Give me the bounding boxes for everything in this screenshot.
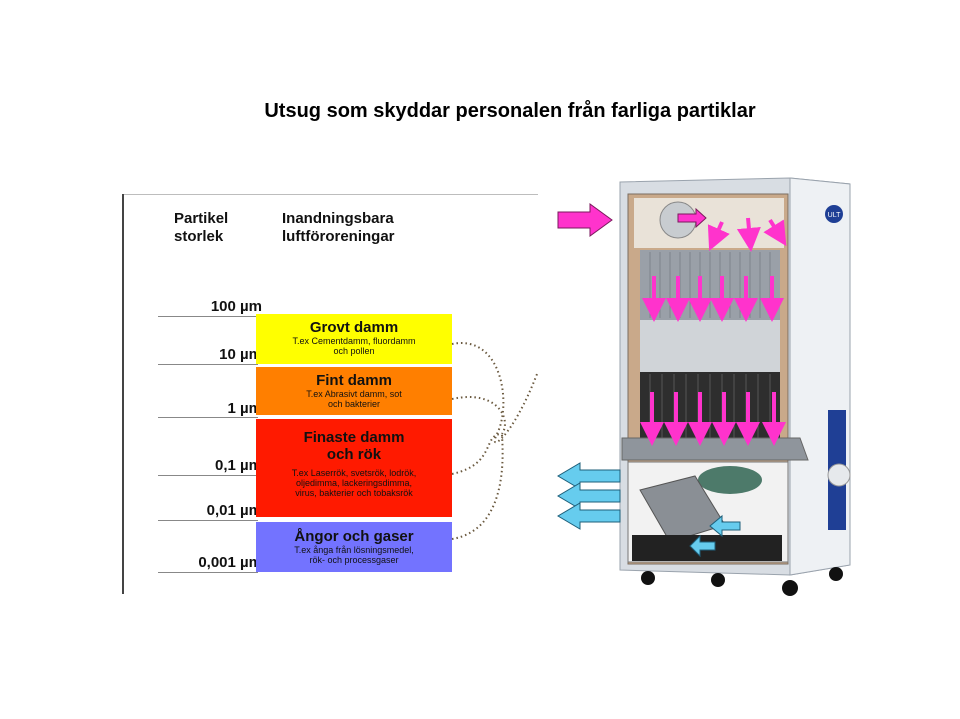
band-finest-title-2: och rök (326, 446, 382, 463)
band-coarse-dust-title: Grovt damm (309, 319, 399, 336)
connector-dotted-lines (451, 342, 538, 540)
connector-fine (451, 396, 506, 435)
main-inflow-arrow (557, 203, 613, 237)
size-label-100um: 100 µm (210, 298, 262, 315)
middle-shelf (621, 437, 809, 461)
inflow-arrow (677, 207, 707, 229)
filter-divider (640, 320, 780, 372)
band-finest-dust-smoke: Finaste damm och rök T.ex Laserrök, svet… (256, 419, 452, 517)
band-finest-desc-3: virus, bakterier och tobaksrök (295, 488, 413, 498)
ult-logo-text: ULT (828, 212, 841, 219)
inflow-arrows (557, 203, 707, 237)
wheels (641, 567, 843, 596)
size-tick (158, 475, 258, 476)
band-fine-dust-title: Fint damm (316, 372, 392, 389)
band-vapors-desc-2: rök- och processgaser (309, 555, 399, 565)
size-label-0-001um: 0,001 µm (198, 554, 262, 571)
size-tick (158, 572, 258, 573)
page-title: Utsug som skyddar personalen från farlig… (264, 100, 756, 122)
header-particle-line-1: Partikel (174, 210, 229, 227)
band-fine-dust-desc-1: T.ex Abrasivt damm, sot (306, 389, 402, 399)
band-finest-title-1: Finaste damm (303, 429, 405, 446)
chart-left-border (122, 194, 124, 594)
size-tick (158, 364, 258, 365)
size-tick (158, 316, 258, 317)
connector-finest (451, 433, 503, 475)
internal-outflow-arrow (709, 514, 741, 538)
fan-motor (698, 466, 762, 494)
size-label-0-01um: 0,01 µm (206, 502, 262, 519)
size-label-1um: 1 µm (227, 400, 263, 417)
header-particle-line-2: storlek (174, 228, 224, 245)
header-inhalable-line-1: Inandningsbara (282, 210, 394, 227)
inlet-chamber (634, 198, 784, 248)
band-coarse-dust-desc-2: och pollen (333, 346, 375, 356)
band-finest-desc-2: oljedimma, lackeringsdimma, (295, 478, 413, 488)
connector-coarse (451, 342, 538, 444)
header-inhalable-pollutants: Inandningsbara luftföroreningar (282, 210, 395, 246)
band-coarse-dust-desc-1: T.ex Cementdamm, fluordamm (292, 336, 416, 346)
band-finest-desc-1: T.ex Laserrök, svetsrök, lodrök, (291, 468, 417, 478)
outflow-arrow-2 (557, 482, 621, 510)
chart-top-border (122, 194, 538, 195)
internal-flow-arrows (640, 217, 787, 446)
band-fine-dust: Fint damm T.ex Abrasivt damm, sot och ba… (256, 367, 452, 415)
band-vapors-gases: Ångor och gaser T.ex ånga från lösningsm… (256, 522, 452, 572)
band-coarse-dust: Grovt damm T.ex Cementdamm, fluordamm oc… (256, 314, 452, 364)
size-label-0-1um: 0,1 µm (215, 457, 262, 474)
header-particle-size: Partikel storlek (174, 210, 228, 246)
size-label-10um: 10 µm (219, 346, 262, 363)
outflow-arrow-1 (557, 462, 621, 490)
particle-size-chart: Partikel storlek Inandningsbara luftföro… (122, 194, 538, 594)
ult-logo-icon (825, 205, 843, 223)
band-vapors-desc-1: T.ex ånga från lösningsmedel, (294, 545, 414, 555)
size-tick (158, 520, 258, 521)
connector-vapors (451, 433, 504, 540)
side-outlet (827, 463, 851, 487)
band-vapors-title: Ångor och gaser (294, 528, 414, 545)
band-fine-dust-desc-2: och bakterier (327, 399, 381, 409)
size-tick (158, 417, 258, 418)
outflow-arrows (557, 462, 741, 558)
outflow-arrow-3 (557, 502, 621, 530)
header-inhalable-line-2: luftföroreningar (282, 228, 395, 245)
internal-outflow-arrow (689, 534, 716, 558)
extraction-unit-illustration: ULT (557, 177, 851, 596)
